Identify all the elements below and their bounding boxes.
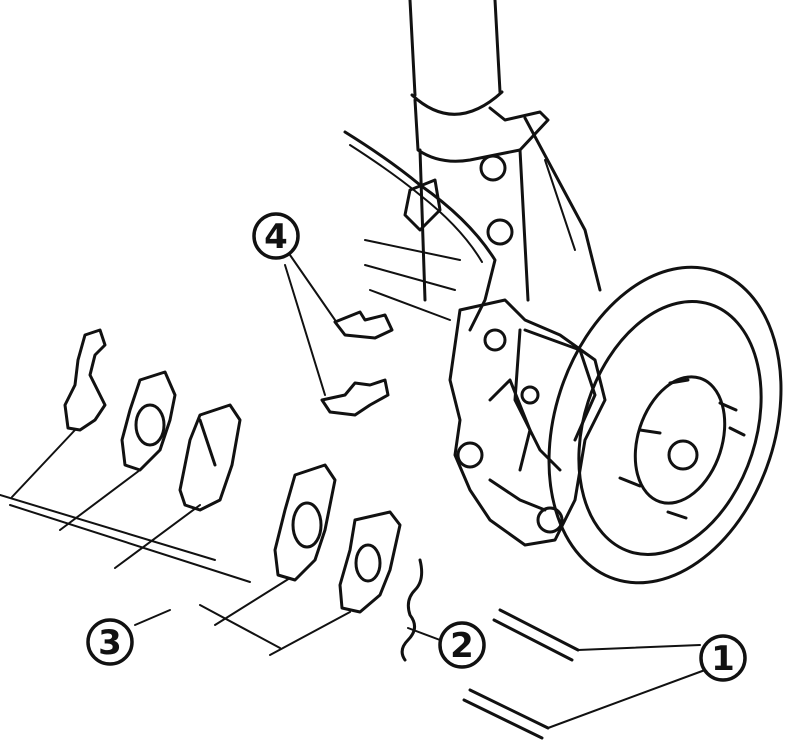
guide-pins	[462, 608, 580, 740]
callout-4: 4	[252, 212, 300, 260]
pad-stack	[63, 328, 402, 614]
brake-pad-inner	[178, 403, 242, 512]
pad-spring-left	[63, 328, 107, 432]
callout-1: 1	[699, 634, 747, 682]
brake-rotor	[547, 265, 783, 585]
callout-2-label: 2	[450, 626, 474, 666]
shim-2	[273, 463, 337, 582]
caliper	[448, 298, 607, 547]
retaining-spring	[400, 558, 424, 662]
leader-lines	[0, 254, 706, 729]
shim-1	[120, 370, 177, 472]
shim-3	[338, 510, 402, 614]
callout-2: 2	[438, 621, 486, 669]
anti-rattle-clips	[320, 310, 394, 417]
knuckle-lines	[364, 239, 461, 321]
callout-1-label: 1	[711, 639, 735, 679]
callout-3: 3	[86, 618, 134, 666]
callout-4-label: 4	[264, 217, 288, 257]
brake-hose	[343, 130, 497, 332]
callout-3-label: 3	[98, 623, 122, 663]
strut-assembly	[403, 0, 602, 302]
